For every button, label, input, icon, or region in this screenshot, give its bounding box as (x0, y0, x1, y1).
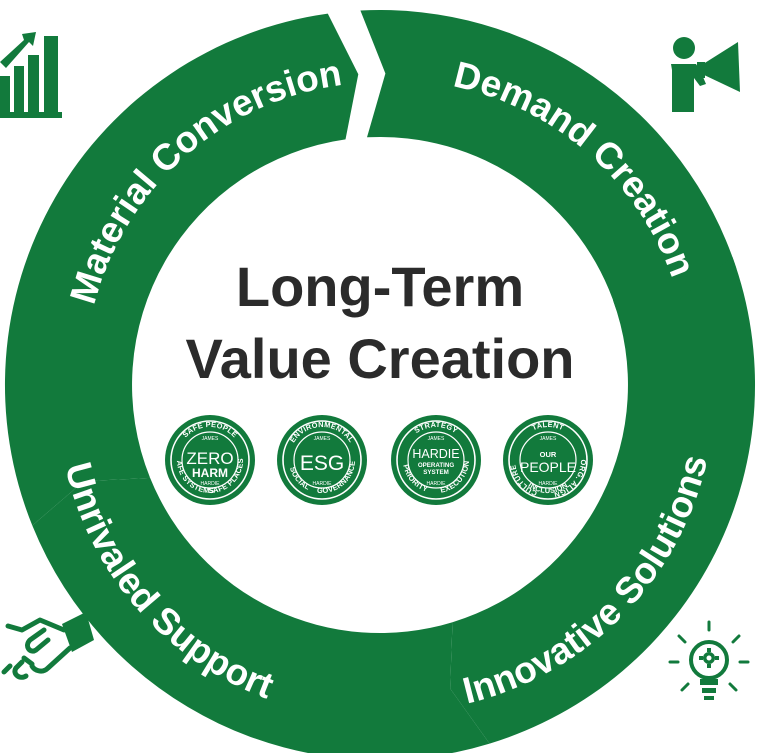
badge-sub-text-2: SYSTEM (423, 469, 448, 476)
badge-outer-ring (396, 420, 476, 500)
badge-sub-text: PEOPLE (520, 459, 576, 475)
badge-inner-top-text: JAMES (314, 436, 331, 442)
badge-top-text: TALENT (531, 420, 566, 432)
handshake-icon (1, 612, 94, 680)
badge-outer-circle (503, 415, 593, 505)
badge-inner-ring (181, 431, 239, 489)
badge-main-text: ZERO (186, 449, 233, 468)
badge-outer-circle (391, 415, 481, 505)
badge-inner-ring (519, 431, 577, 489)
badge-main-text: HARDIE (412, 447, 459, 461)
lightbulb-gear-icon (668, 620, 750, 700)
badge-main-text: ESG (300, 452, 344, 475)
badge-inner-top-text: JAMES (428, 436, 445, 442)
badge-inner-bottom-text: HARDIE (313, 481, 333, 487)
center-title-line-2: Value Creation (185, 327, 574, 390)
badge-inner-top-text: JAMES (202, 436, 219, 442)
badge-sub-text: HARM (192, 466, 228, 480)
badge-esg: ENVIRONMENTAL SOCIAL GOVERNANCE JAMES ES… (277, 415, 367, 505)
badge-main-text: OUR (540, 450, 557, 459)
badge-outer-ring (282, 420, 362, 500)
badge-inner-ring (407, 431, 465, 489)
badge-outer-circle (277, 415, 367, 505)
badge-inner-ring (293, 431, 351, 489)
badge-sub-text: OPERATING (418, 462, 455, 469)
badge-inner-bottom-text: HARDIE (427, 481, 447, 487)
badge-our-people: TALENT CULTURE ORG. ALIGN INCLUSION JAME… (503, 415, 593, 505)
badge-outer-ring (508, 420, 588, 500)
badge-inner-top-text: JAMES (540, 436, 557, 442)
badge-inner-bottom-text: HARDIE (201, 481, 221, 487)
svg-text:INCLUSION: INCLUSION (527, 480, 570, 495)
svg-text:TALENT: TALENT (531, 420, 566, 432)
megaphone-person-icon (671, 37, 740, 112)
badge-zero-harm: SAFE PEOPLE SAFE SYSTEMS SAFE PLACES JAM… (165, 415, 255, 505)
center-title-line-1: Long-Term (236, 255, 524, 318)
ring-segments (4, 9, 756, 753)
badge-outer-circle (165, 415, 255, 505)
badge-outer-ring (170, 420, 250, 500)
badge-row: SAFE PEOPLE SAFE SYSTEMS SAFE PLACES JAM… (165, 415, 593, 505)
badge-inner-bottom-text: HARDIE (539, 481, 559, 487)
ring-segment-demand-creation (360, 9, 737, 310)
badge-bottom-text: INCLUSION (527, 480, 569, 495)
badge-hardie-operating-system: STRATEGY PRIORITY EXECUTION JAMES HARDIE… (391, 415, 481, 505)
ring-segment-material-conversion (4, 13, 359, 526)
ring-segment-innovative-solutions (450, 256, 756, 744)
ring-segment-unrivaled-support (32, 477, 490, 753)
growth-chart-icon (0, 32, 62, 118)
